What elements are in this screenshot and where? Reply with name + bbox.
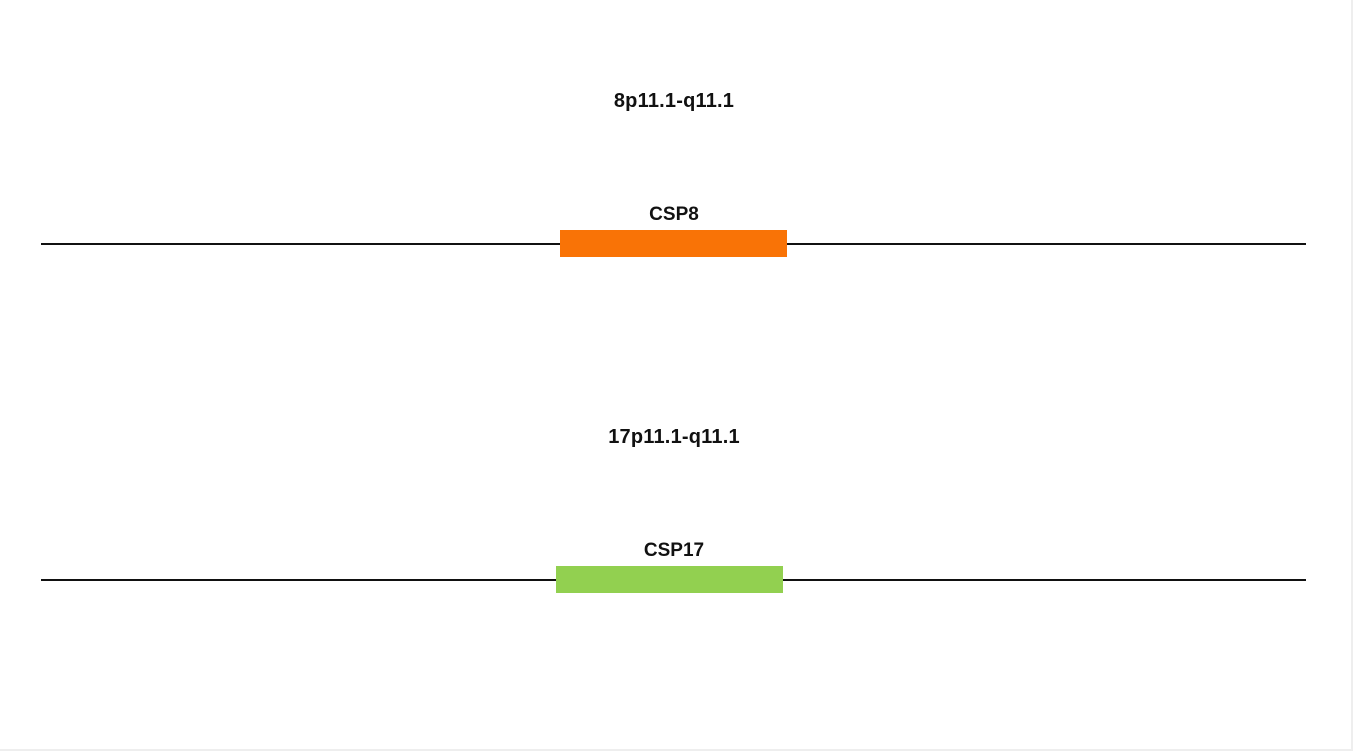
region-label: 8p11.1-q11.1 xyxy=(613,90,735,112)
probe-diagram-csp17: 17p11.1-q11.1 CSP17 xyxy=(0,396,1353,696)
probe-label: CSP8 xyxy=(649,204,699,225)
probe-diagram-csp8: 8p11.1-q11.1 CSP8 xyxy=(0,60,1353,360)
page-border-right xyxy=(1351,0,1353,751)
region-label: 17p11.1-q11.1 xyxy=(608,426,740,448)
probe-bar xyxy=(556,566,783,593)
page-border-bottom xyxy=(0,749,1353,751)
probe-bar xyxy=(560,230,787,257)
probe-label: CSP17 xyxy=(643,540,705,561)
